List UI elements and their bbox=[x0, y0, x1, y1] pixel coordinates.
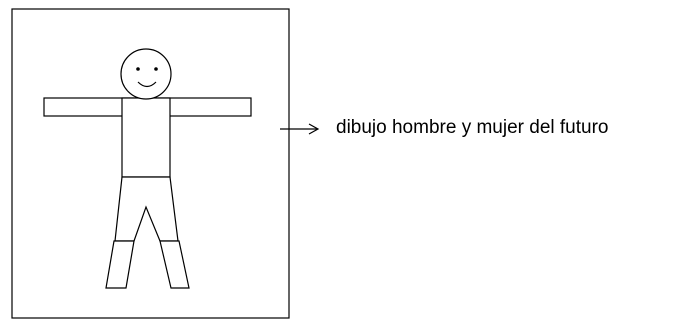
figure-left-leg bbox=[105, 240, 135, 289]
figure-shorts bbox=[114, 176, 179, 242]
figure-right-leg bbox=[159, 240, 190, 289]
figure-smile bbox=[137, 81, 157, 88]
figure-left-eye bbox=[136, 67, 140, 71]
figure-torso bbox=[121, 97, 171, 178]
pointer-arrow-head bbox=[308, 123, 320, 135]
figure-head bbox=[120, 48, 172, 100]
diagram-caption: dibujo hombre y mujer del futuro bbox=[336, 117, 609, 138]
drawing-frame bbox=[11, 8, 290, 319]
figure-right-eye bbox=[154, 67, 158, 71]
